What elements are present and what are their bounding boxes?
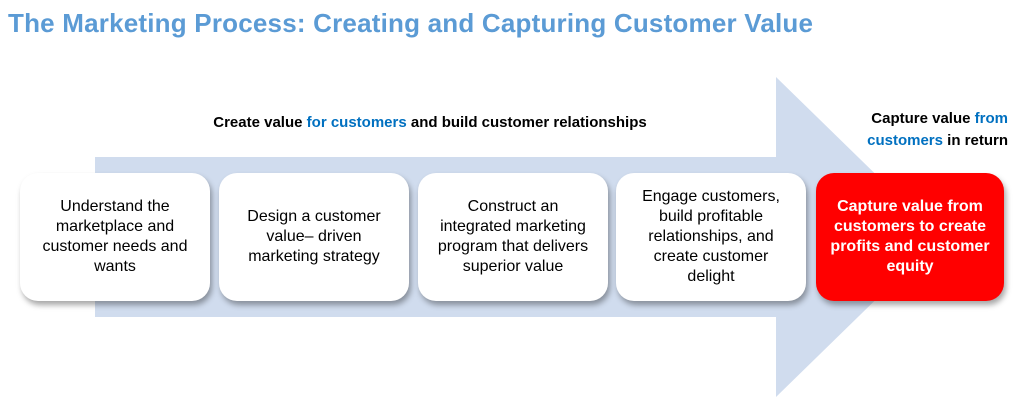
page-title: The Marketing Process: Creating and Capt…: [8, 8, 814, 38]
step-text: Understand the marketplace and customer …: [42, 198, 188, 275]
capture-label-highlight-2: customers: [867, 132, 943, 149]
step-box-understand: Understand the marketplace and customer …: [20, 173, 210, 301]
create-label-text: Create value: [213, 114, 307, 131]
step-box-construct: Construct an integrated marketing progra…: [418, 173, 608, 301]
create-label-text-end: and build customer relationships: [406, 114, 647, 131]
step-text: Capture value from customers to create p…: [830, 198, 990, 275]
capture-label-text: Capture value: [871, 110, 975, 127]
step-text: Engage customers, build profitable relat…: [642, 188, 780, 285]
step-box-capture: Capture value from customers to create p…: [816, 173, 1004, 301]
step-box-engage: Engage customers, build profitable relat…: [616, 173, 806, 301]
create-value-label: Create value for customers and build cus…: [0, 114, 860, 131]
step-text: Construct an integrated marketing progra…: [437, 198, 589, 275]
capture-value-label: Capture value from customers in return: [830, 108, 1008, 152]
capture-label-text-end: in return: [942, 132, 1008, 149]
capture-label-highlight-1: from: [974, 110, 1008, 127]
step-box-design: Design a customer value– driven marketin…: [219, 173, 409, 301]
step-text: Design a customer value– driven marketin…: [247, 208, 381, 265]
create-label-highlight: for customers: [306, 114, 407, 131]
